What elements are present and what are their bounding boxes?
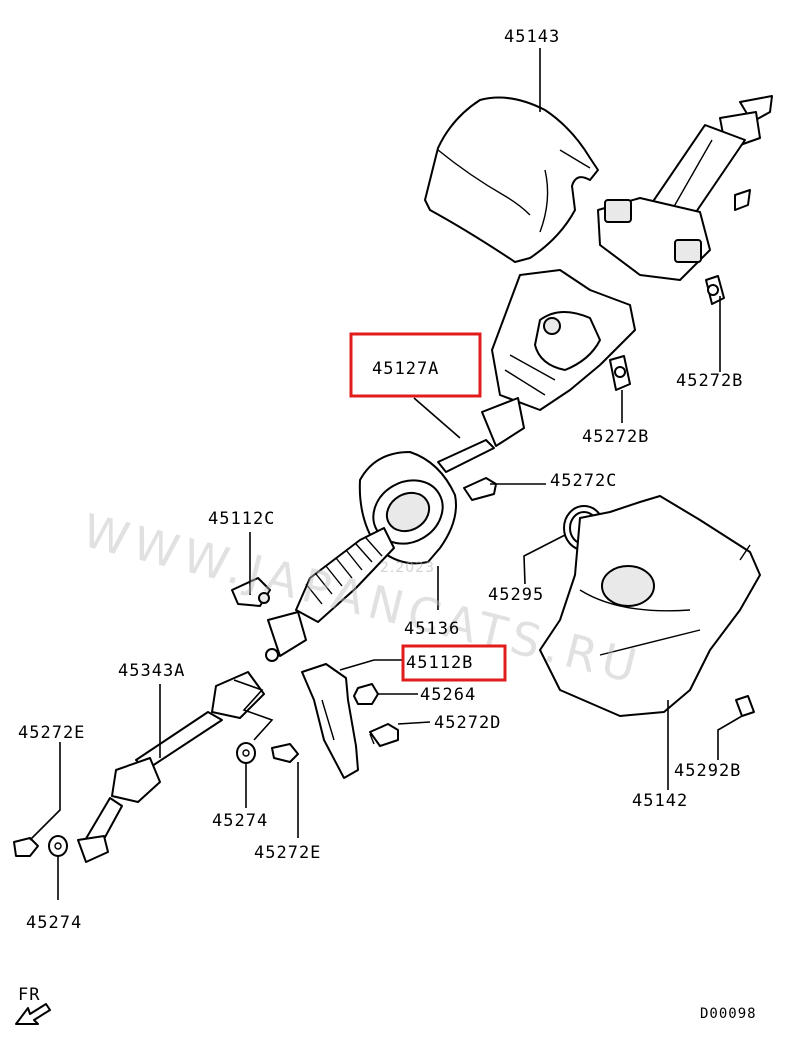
column-upper-bracket[interactable] <box>597 197 711 281</box>
label-45274-mid[interactable]: 45274 <box>212 811 268 831</box>
label-45343a[interactable]: 45343A <box>118 661 185 681</box>
label-45112c[interactable]: 45112C <box>208 509 275 529</box>
nut-45274-left[interactable] <box>48 835 68 857</box>
label-45295[interactable]: 45295 <box>488 585 544 605</box>
label-45142[interactable]: 45142 <box>632 791 688 811</box>
lower-column-cover[interactable] <box>539 495 761 717</box>
highlight-boxes <box>349 332 507 682</box>
bolt-45272d[interactable] <box>369 723 399 747</box>
label-45272b-right[interactable]: 45272B <box>676 371 743 391</box>
highlight-45112b <box>401 644 507 682</box>
label-45143[interactable]: 45143 <box>504 27 560 47</box>
front-direction-indicator: FR <box>15 985 51 1025</box>
bolt-45272c[interactable] <box>463 477 497 501</box>
lower-shaft[interactable] <box>77 671 265 863</box>
bolt-45272e-mid[interactable] <box>271 743 299 763</box>
label-45272e-bottom[interactable]: 45272E <box>254 843 321 863</box>
fr-arrow-icon <box>15 1003 51 1025</box>
label-45274-bottom[interactable]: 45274 <box>26 913 82 933</box>
screw-45292b[interactable] <box>735 695 755 717</box>
intermediate-shaft[interactable] <box>437 397 525 473</box>
label-45127a[interactable]: 45127A <box>372 359 439 379</box>
label-45112b[interactable]: 45112B <box>406 653 473 673</box>
label-45264[interactable]: 45264 <box>420 685 476 705</box>
fr-label: FR <box>18 985 40 1005</box>
bracket-45112b[interactable] <box>301 663 359 779</box>
column-tilt-bracket[interactable] <box>491 269 636 411</box>
bellows[interactable] <box>295 527 395 623</box>
label-45292b[interactable]: 45292B <box>674 761 741 781</box>
upper-column-cover[interactable] <box>424 96 599 263</box>
clip-45112c[interactable] <box>231 577 271 607</box>
bolt-45272b-mid[interactable] <box>609 355 631 391</box>
nut-45274-mid[interactable] <box>236 742 256 764</box>
diagram-code: D00098 <box>700 1006 757 1022</box>
label-45272b-mid[interactable]: 45272B <box>582 427 649 447</box>
label-45272c[interactable]: 45272C <box>550 471 617 491</box>
label-45272d[interactable]: 45272D <box>434 713 501 733</box>
svg-text:2.2023: 2.2023 <box>380 560 435 576</box>
label-45272e-left[interactable]: 45272E <box>18 723 85 743</box>
bolt-45272b-right[interactable] <box>705 275 725 305</box>
nut-45264[interactable] <box>353 683 379 705</box>
highlight-45127a <box>349 332 482 398</box>
part-labels: 45143 45127A 45272B 45272B 45272C 45112C… <box>18 27 743 933</box>
bolt-45272e-left[interactable] <box>13 837 39 857</box>
leader-lines <box>29 48 743 900</box>
label-45136[interactable]: 45136 <box>404 619 460 639</box>
lower-yoke[interactable] <box>265 611 307 662</box>
